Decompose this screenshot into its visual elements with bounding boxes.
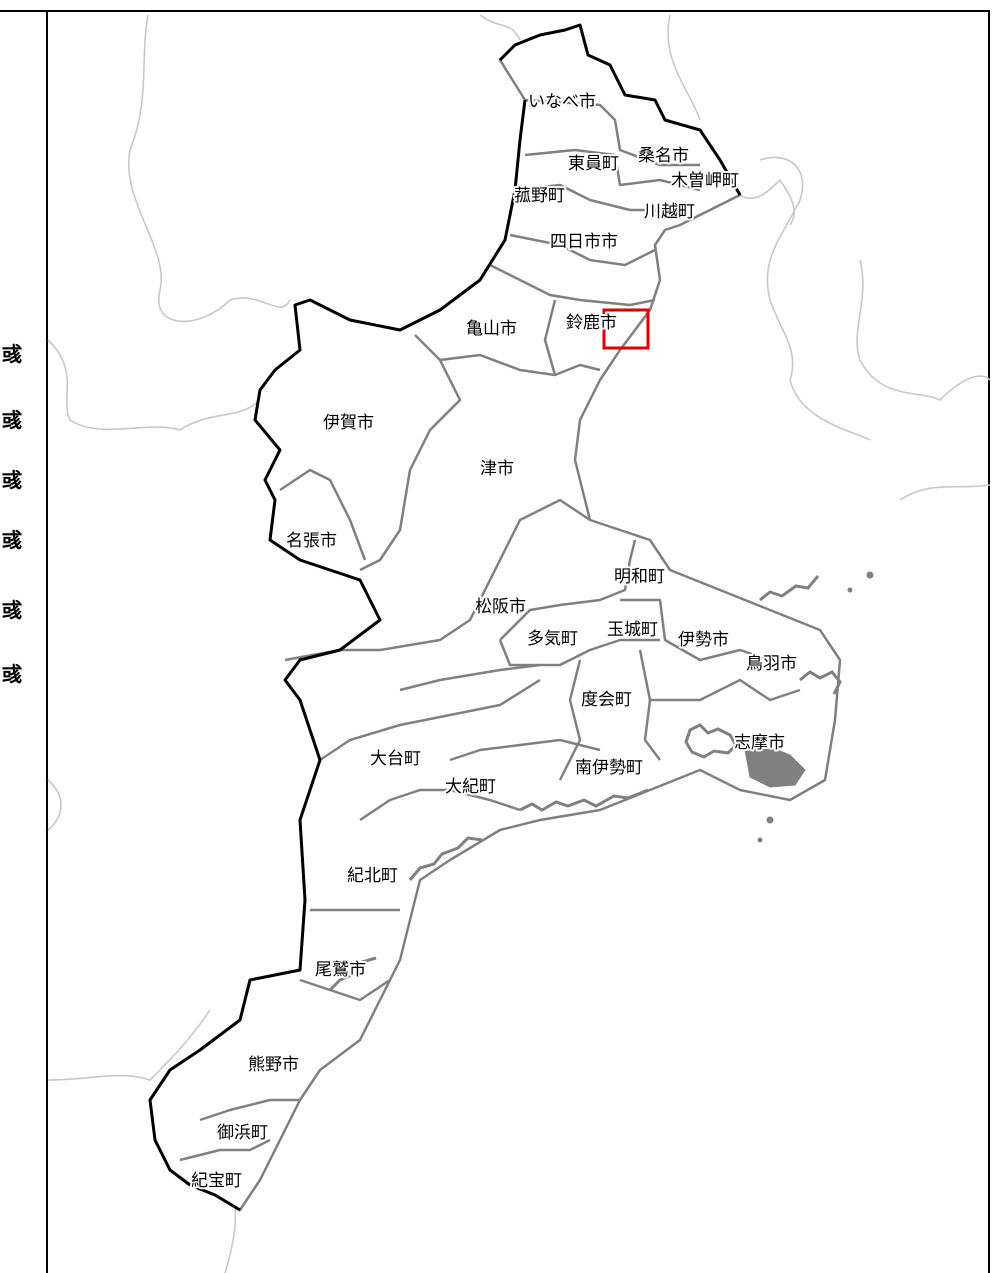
- label-matsusaka: 松阪市: [475, 597, 526, 617]
- label-kameyama: 亀山市: [466, 319, 517, 339]
- label-yokkaichi: 四日市市: [550, 232, 618, 252]
- label-shima: 志摩市: [734, 733, 785, 753]
- sidebar-mark: 彧: [2, 468, 22, 492]
- sidebar-mark: 彧: [2, 662, 22, 686]
- coast-details: [328, 571, 874, 992]
- label-toba: 鳥羽市: [746, 654, 797, 674]
- label-odai: 大台町: [370, 749, 421, 769]
- label-kumano: 熊野市: [248, 1055, 299, 1075]
- label-minamiise: 南伊勢町: [575, 758, 643, 778]
- label-inabe: いなべ市: [528, 92, 596, 112]
- label-watarai: 度会町: [581, 690, 632, 710]
- label-ise: 伊勢市: [678, 630, 729, 650]
- sidebar-mark: 彧: [2, 342, 22, 366]
- label-iga: 伊賀市: [323, 413, 374, 433]
- municipal-areas: [148, 23, 842, 1212]
- label-komono: 菰野町: [514, 186, 565, 206]
- label-suzuka: 鈴鹿市: [566, 313, 617, 333]
- label-kihoku: 紀北町: [347, 866, 398, 886]
- label-kawagoe: 川越町: [644, 202, 695, 222]
- label-tamaki: 玉城町: [607, 620, 658, 640]
- sidebar-mark: 彧: [2, 408, 22, 432]
- label-kuwana: 桑名市: [638, 146, 689, 166]
- prefecture-border: [148, 23, 742, 1212]
- neighbor-boundaries: [47, 14, 991, 1273]
- label-mihama: 御浜町: [217, 1123, 268, 1143]
- label-meiwa: 明和町: [614, 567, 665, 587]
- label-taki: 多気町: [527, 629, 578, 649]
- suzuka-highlight-box: [602, 308, 650, 350]
- label-toin: 東員町: [568, 154, 619, 174]
- label-kisosaki: 木曽岬町: [671, 171, 739, 191]
- municipality-labels: いなべ市 東員町 桑名市 木曽岬町 菰野町 川越町 四日市市 亀山市 鈴鹿市 伊…: [189, 90, 799, 1193]
- label-nabari: 名張市: [286, 531, 337, 551]
- sidebar-mark: 彧: [2, 528, 22, 552]
- label-kiho: 紀宝町: [191, 1171, 242, 1191]
- label-tsu: 津市: [480, 459, 514, 479]
- label-taiki: 大紀町: [445, 777, 496, 797]
- label-owase: 尾鷲市: [315, 960, 366, 980]
- sidebar-mark: 彧: [2, 598, 22, 622]
